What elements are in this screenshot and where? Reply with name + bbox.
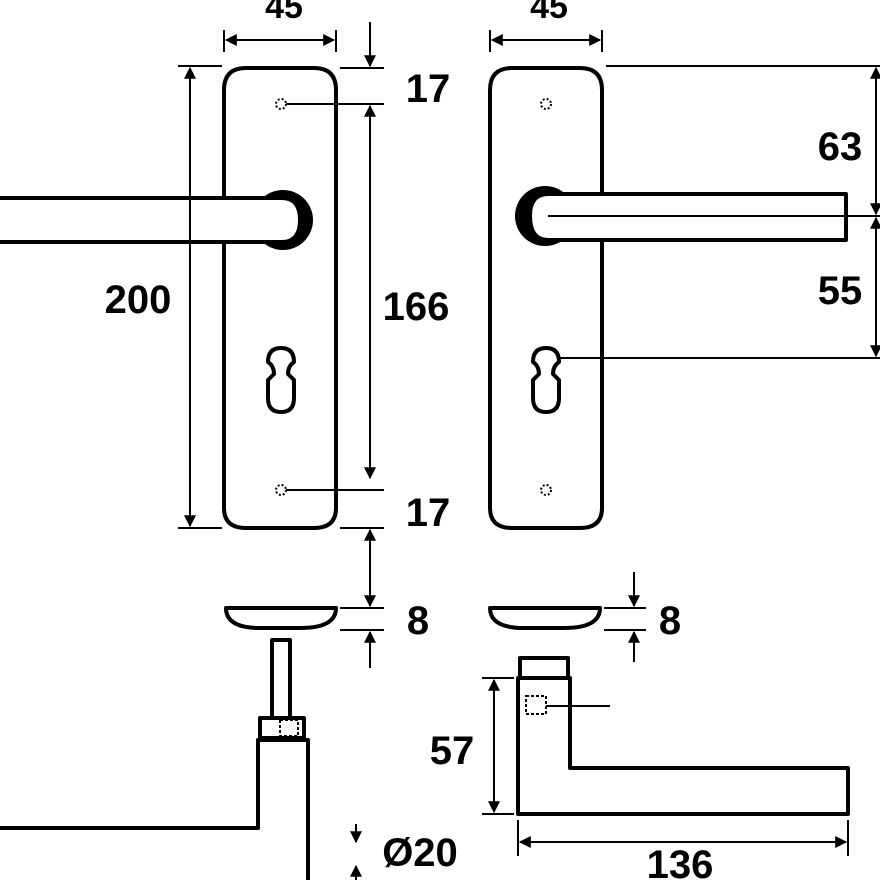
front-view: 45 200 17 166 17 — [0, 0, 450, 572]
back-plate-section — [488, 606, 602, 630]
back-plate-thickness-label: 8 — [659, 599, 681, 643]
back-top-screw-hole — [540, 98, 552, 110]
rose-to-lever-label: 63 — [818, 125, 863, 169]
front-width-label: 45 — [265, 0, 303, 26]
front-keyhole — [266, 346, 296, 414]
back-backplate — [488, 66, 604, 530]
plate-thickness-views: 8 8 — [224, 566, 681, 668]
lever-height-label: 57 — [430, 729, 475, 773]
lever-side-view-left: Ø20 — [0, 638, 458, 880]
front-height-label: 200 — [105, 278, 172, 322]
back-width-label: 45 — [530, 0, 568, 26]
front-top-hole-label: 17 — [406, 67, 451, 111]
back-keyhole — [531, 346, 561, 414]
lever-to-keyhole-label: 55 — [818, 269, 863, 313]
back-bottom-screw-hole — [540, 484, 552, 496]
back-view: 45 63 55 — [488, 0, 880, 530]
spindle-collar-right — [518, 656, 570, 680]
front-bottom-hole-label: 17 — [406, 491, 451, 535]
front-plate-section — [224, 606, 338, 630]
front-top-screw-hole — [275, 98, 287, 110]
front-lever — [0, 196, 302, 244]
front-backplate — [222, 66, 338, 530]
front-bottom-screw-hole — [275, 484, 287, 496]
lever-length-label: 136 — [647, 843, 714, 880]
front-plate-thickness-label: 8 — [407, 599, 429, 643]
front-hole-spacing-label: 166 — [383, 285, 450, 329]
lever-side-view-right: 57 136 — [430, 656, 850, 880]
lever-profile-right — [516, 676, 850, 816]
spindle — [270, 638, 292, 720]
lever-diameter-label: Ø20 — [382, 831, 458, 875]
lever-profile-left — [0, 738, 310, 880]
